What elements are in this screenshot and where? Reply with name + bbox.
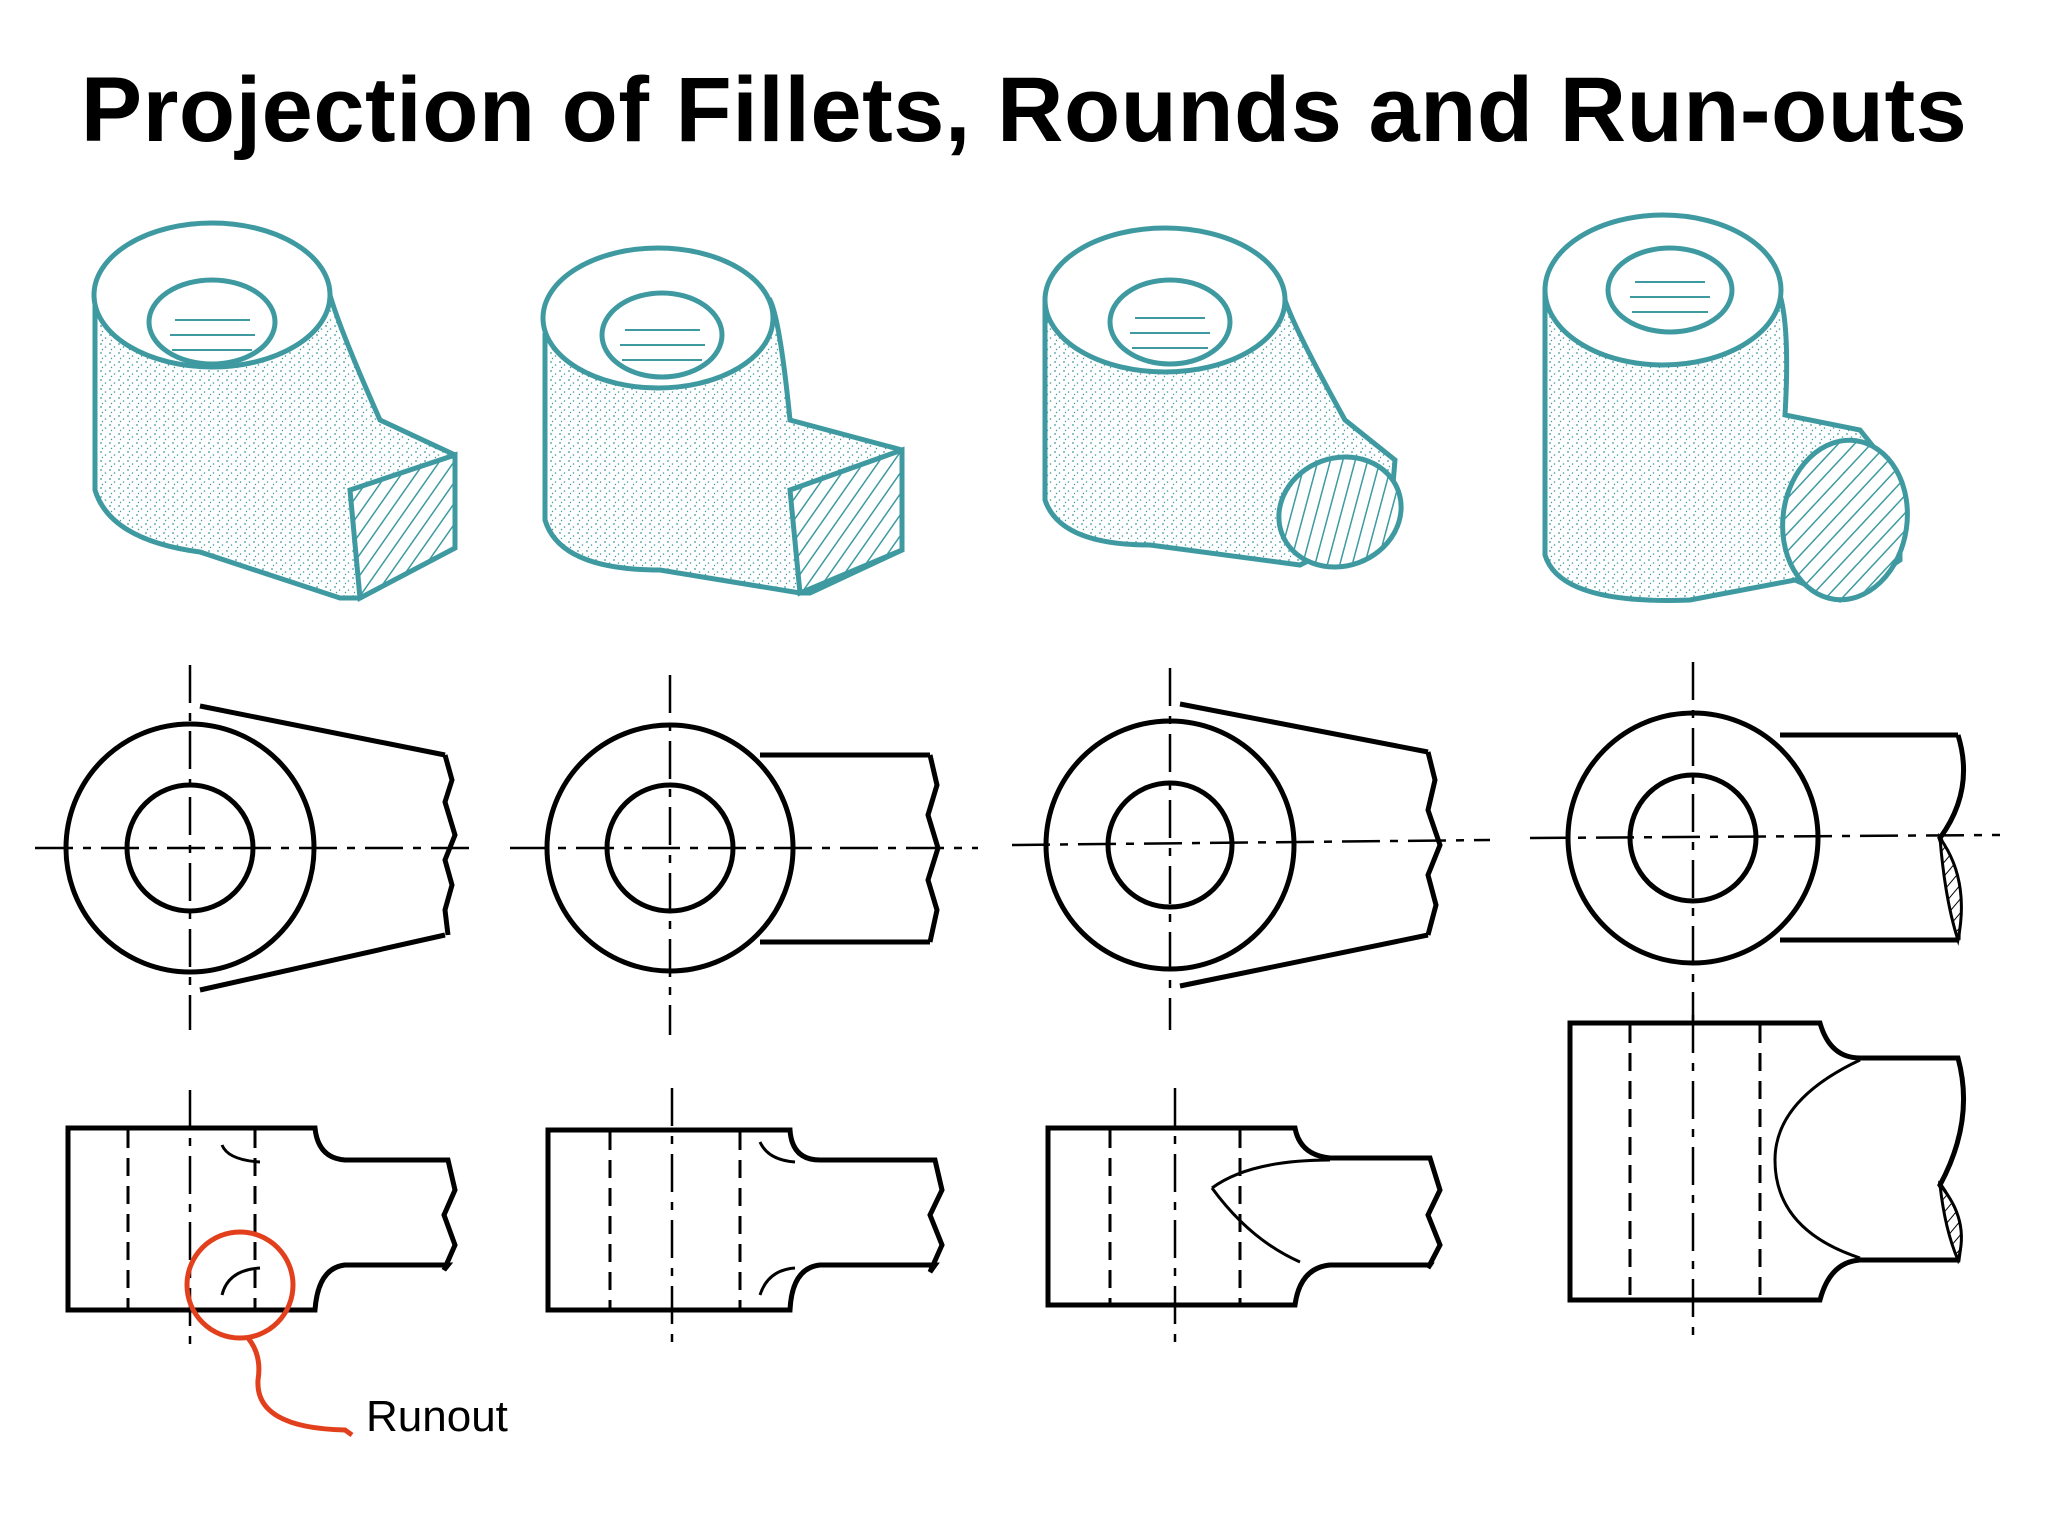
- runout-callout: [184, 1229, 354, 1438]
- iso-view-3: [1042, 225, 1404, 570]
- iso-view-4: [1542, 212, 1910, 603]
- slide-title: Projection of Fillets, Rounds and Run-ou…: [80, 59, 1968, 161]
- front-view-4: [1529, 662, 2001, 1020]
- top-view-4: [1567, 1015, 1967, 1340]
- front-view-2: [510, 675, 978, 1035]
- iso-view-1: [91, 220, 458, 602]
- top-view-1: [65, 1090, 458, 1352]
- runout-label: Runout: [366, 1392, 508, 1441]
- top-view-2: [545, 1088, 945, 1348]
- top-view-3: [1045, 1088, 1443, 1345]
- iso-view-2: [540, 245, 905, 597]
- front-view-1: [35, 665, 472, 1030]
- runout-leader: [246, 1336, 354, 1438]
- runout-circle: [184, 1229, 296, 1341]
- front-view-3: [1011, 668, 1491, 1030]
